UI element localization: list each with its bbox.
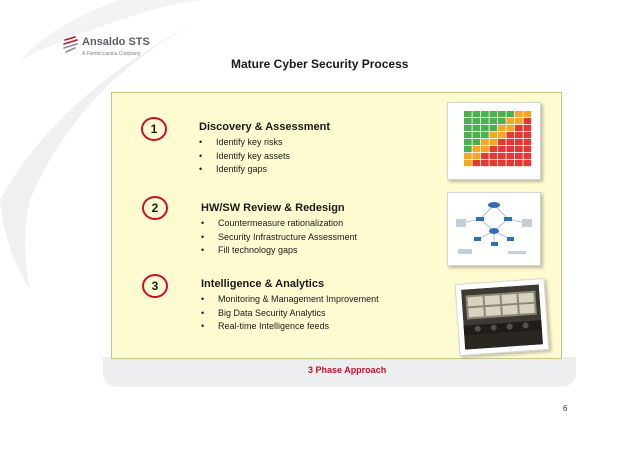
phase-number-badge: 2 xyxy=(142,196,168,220)
risk-matrix-cell xyxy=(472,146,481,153)
logo-mark-icon xyxy=(63,36,78,53)
bullet-item: Identify gaps xyxy=(199,163,330,177)
risk-matrix-cell xyxy=(481,125,489,132)
risk-matrix-cell xyxy=(506,139,515,146)
risk-matrix-cell xyxy=(523,132,532,139)
phase-title: HW/SW Review & Redesign xyxy=(201,202,345,214)
risk-matrix-cell xyxy=(498,153,506,160)
phase-title: Intelligence & Analytics xyxy=(201,278,325,290)
bullet-item: Identify key risks xyxy=(199,136,330,150)
risk-matrix-cell xyxy=(506,153,515,160)
bullet-item: Real-time Intelligence feeds xyxy=(201,320,379,334)
bullet-list: Monitoring & Management Improvement Big … xyxy=(201,293,379,334)
risk-matrix-cell xyxy=(506,132,515,139)
risk-matrix-thumbnail xyxy=(447,102,541,180)
risk-matrix-cell xyxy=(515,160,523,167)
risk-matrix-cell xyxy=(464,111,472,118)
bullet-item: Fill technology gaps xyxy=(201,244,357,258)
risk-matrix-cell xyxy=(523,111,532,118)
phase-block: Intelligence & Analytics Monitoring & Ma… xyxy=(201,278,379,334)
bullet-item: Monitoring & Management Improvement xyxy=(201,293,379,307)
phase-number-badge: 1 xyxy=(141,117,167,141)
risk-matrix-cell xyxy=(489,139,498,146)
risk-matrix-cell xyxy=(481,111,489,118)
risk-matrix-cell xyxy=(464,132,472,139)
risk-matrix-cell xyxy=(489,146,498,153)
risk-matrix-cell xyxy=(481,139,489,146)
risk-matrix-cell xyxy=(489,160,498,167)
risk-matrix-cell xyxy=(472,118,481,125)
risk-matrix-cell xyxy=(472,111,481,118)
approach-caption: 3 Phase Approach xyxy=(308,365,387,375)
risk-matrix-cell xyxy=(464,125,472,132)
risk-matrix-cell xyxy=(515,118,523,125)
risk-matrix-cell xyxy=(464,118,472,125)
risk-matrix-cell xyxy=(498,125,506,132)
network-diagram-graphic xyxy=(456,202,532,254)
risk-matrix-cell xyxy=(489,125,498,132)
bullet-list: Countermeasure rationalization Security … xyxy=(201,217,357,258)
risk-matrix-cell xyxy=(498,160,506,167)
bullet-item: Identify key assets xyxy=(199,150,330,164)
risk-matrix-cell xyxy=(489,118,498,125)
risk-matrix-cell xyxy=(489,132,498,139)
phase-block: HW/SW Review & Redesign Countermeasure r… xyxy=(201,202,357,258)
logo-name: Ansaldo STS xyxy=(82,36,150,48)
risk-matrix-cell xyxy=(481,153,489,160)
risk-matrix-cell xyxy=(506,146,515,153)
risk-matrix-cell xyxy=(523,139,532,146)
risk-matrix-cell xyxy=(498,118,506,125)
risk-matrix-cell xyxy=(523,125,532,132)
slide-title: Mature Cyber Security Process xyxy=(231,57,409,71)
risk-matrix-cell xyxy=(515,139,523,146)
risk-matrix-cell xyxy=(464,153,472,160)
bullet-item: Countermeasure rationalization xyxy=(201,217,357,231)
risk-matrix-cell xyxy=(498,146,506,153)
operations-center-photo xyxy=(454,277,550,357)
risk-matrix-cell xyxy=(506,160,515,167)
risk-matrix-cell xyxy=(464,160,472,167)
risk-matrix-cell xyxy=(498,139,506,146)
risk-matrix-cell xyxy=(481,146,489,153)
panel-shadow xyxy=(103,357,576,387)
risk-matrix-cell xyxy=(515,132,523,139)
phase-block: Discovery & Assessment Identify key risk… xyxy=(199,121,330,177)
phase-title: Discovery & Assessment xyxy=(199,121,331,133)
risk-matrix-cell xyxy=(472,132,481,139)
network-diagram-thumbnail xyxy=(447,192,541,266)
risk-matrix-cell xyxy=(506,111,515,118)
risk-matrix-cell xyxy=(515,146,523,153)
risk-matrix-cell xyxy=(464,146,472,153)
risk-matrix-cell xyxy=(489,111,498,118)
risk-matrix-cell xyxy=(523,153,532,160)
risk-matrix-cell xyxy=(506,118,515,125)
risk-matrix-cell xyxy=(506,125,515,132)
risk-matrix-cell xyxy=(472,139,481,146)
bullet-item: Big Data Security Analytics xyxy=(201,307,379,321)
risk-matrix-cell xyxy=(498,111,506,118)
risk-matrix-cell xyxy=(481,118,489,125)
risk-matrix-cell xyxy=(472,160,481,167)
risk-matrix-cell xyxy=(523,118,532,125)
risk-matrix-cell xyxy=(472,125,481,132)
risk-matrix-cell xyxy=(489,153,498,160)
bullet-item: Security Infrastructure Assessment xyxy=(201,231,357,245)
risk-matrix-cell xyxy=(515,111,523,118)
page-number: 6 xyxy=(563,404,568,413)
logo-tagline: A Finmeccanica Company xyxy=(82,51,141,57)
bullet-list: Identify key risks Identify key assets I… xyxy=(199,136,330,177)
risk-matrix-cell xyxy=(523,146,532,153)
risk-matrix-cell xyxy=(515,153,523,160)
risk-matrix-cell xyxy=(481,160,489,167)
risk-matrix-grid xyxy=(464,111,532,167)
risk-matrix-cell xyxy=(481,132,489,139)
operations-center-graphic xyxy=(461,284,543,350)
risk-matrix-cell xyxy=(472,153,481,160)
phase-number-badge: 3 xyxy=(142,274,168,298)
risk-matrix-cell xyxy=(515,125,523,132)
risk-matrix-cell xyxy=(498,132,506,139)
risk-matrix-cell xyxy=(464,139,472,146)
risk-matrix-cell xyxy=(523,160,532,167)
